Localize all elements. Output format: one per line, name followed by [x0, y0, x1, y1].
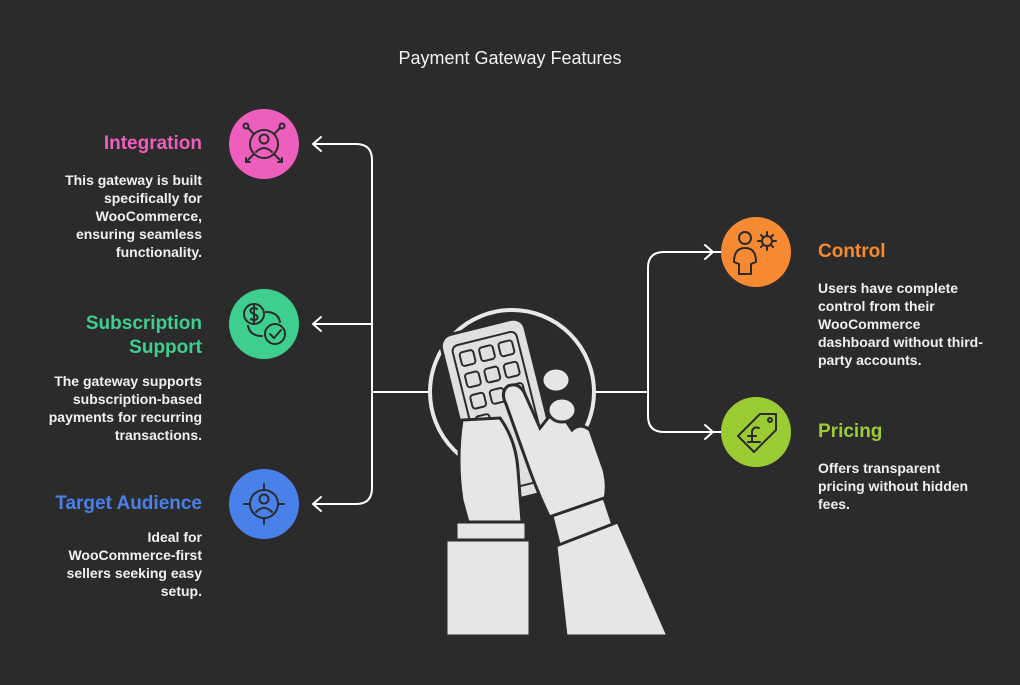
feature-text-control: Users have complete control from their W…	[818, 280, 983, 368]
connector-pricing	[647, 415, 763, 433]
price-tag-icon	[737, 413, 777, 453]
feature-heading-target-audience: Target Audience	[55, 493, 202, 514]
feature-heading-control: Control	[818, 241, 886, 262]
feature-text-integration: This gateway is built specifically for W…	[65, 172, 202, 260]
feature-text-target-audience: Ideal for WooCommerce-first sellers seek…	[66, 529, 202, 599]
arrowhead-subscription	[312, 316, 322, 332]
feature-text-pricing: Offers transparent pricing without hidde…	[818, 460, 969, 512]
arrowhead-pricing	[704, 424, 714, 440]
feature-heading-integration: Integration	[103, 133, 202, 154]
connector-integration	[313, 143, 373, 161]
subscription-icon-circle	[229, 289, 299, 359]
connector-control	[647, 251, 763, 269]
connector-lines	[312, 136, 763, 512]
arrowhead-control	[704, 244, 714, 260]
diagram-title: Payment Gateway Features	[398, 48, 622, 68]
arrowhead-target-audience	[312, 496, 322, 512]
control-icon-circle	[721, 217, 791, 287]
connector-target-audience	[313, 487, 373, 505]
user-network-icon	[242, 122, 286, 163]
hand-tapping-calculator-icon	[428, 308, 671, 638]
integration-icon-circle	[229, 109, 299, 179]
feature-text-subscription: The gateway supports subscription-based …	[48, 373, 202, 443]
feature-heading-pricing: Pricing	[818, 421, 883, 442]
dollar-check-icon	[243, 303, 286, 345]
feature-heading-subscription: Subscription Support	[85, 313, 202, 358]
pricing-icon-circle	[721, 397, 791, 467]
target-user-icon	[243, 483, 285, 525]
target-audience-icon-circle	[229, 469, 299, 539]
user-gear-icon	[732, 231, 777, 275]
arrowhead-integration	[312, 136, 322, 152]
